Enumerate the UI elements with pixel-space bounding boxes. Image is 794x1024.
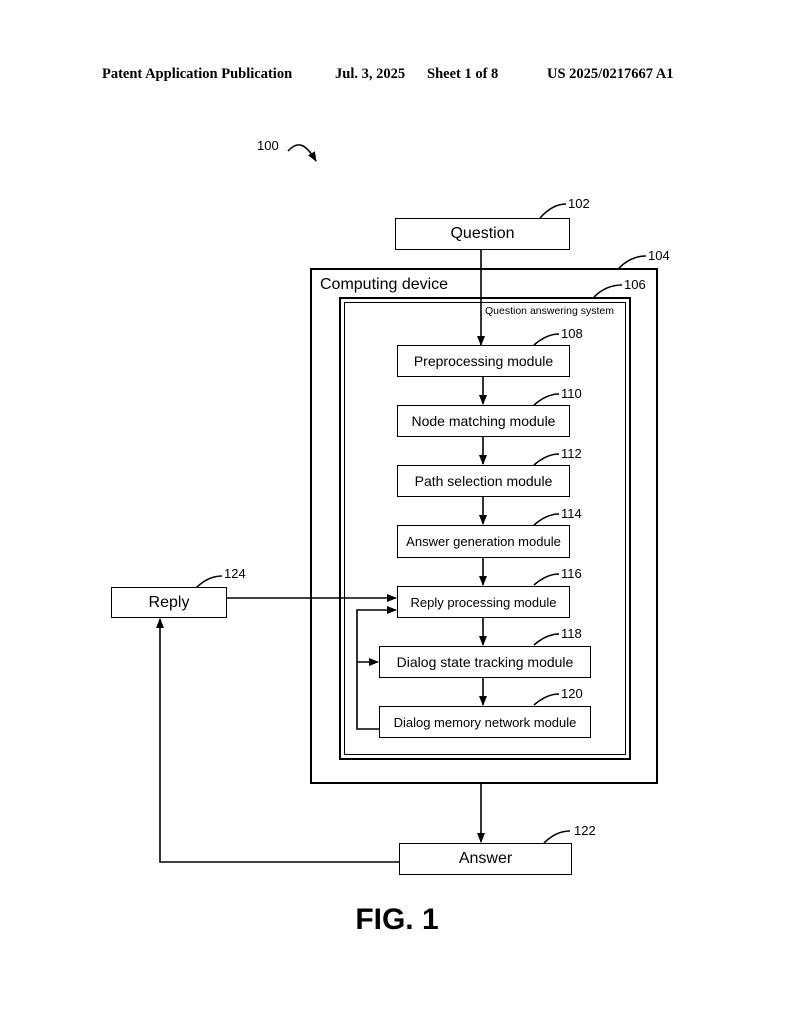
qa-system-inner-border <box>344 302 626 755</box>
answer-generation-module-label: Answer generation module <box>406 534 561 549</box>
ref-110: 110 <box>561 386 582 401</box>
ref-100: 100 <box>257 138 279 153</box>
dialog-memory-network-module-label: Dialog memory network module <box>393 714 577 730</box>
loop-dialog-memory-to-reply-processing <box>356 606 397 730</box>
ref-124: 124 <box>224 566 246 581</box>
question-label: Question <box>450 225 515 242</box>
ref-112: 112 <box>561 446 582 461</box>
ref-104: 104 <box>648 248 670 263</box>
leader-112 <box>533 453 560 466</box>
ref-120: 120 <box>561 686 583 701</box>
sheet-number: Sheet 1 of 8 <box>427 66 499 82</box>
dialog-state-tracking-module: Dialog state tracking module <box>379 646 591 678</box>
system-ref-arrow <box>287 144 317 162</box>
qa-system-frame <box>339 297 631 760</box>
leader-102 <box>539 203 567 219</box>
leader-120 <box>533 693 560 706</box>
leader-124 <box>195 575 223 589</box>
leader-108 <box>533 333 560 346</box>
computing-device-frame <box>310 268 658 784</box>
node-matching-module: Node matching module <box>397 405 570 437</box>
publication-date: Jul. 3, 2025 <box>335 66 406 82</box>
leader-114 <box>533 513 560 526</box>
leader-122 <box>543 830 571 844</box>
node-matching-module-label: Node matching module <box>411 413 556 429</box>
ref-114: 114 <box>561 506 582 521</box>
path-selection-module-label: Path selection module <box>414 473 553 489</box>
computing-device-label: Computing device <box>320 276 449 293</box>
answer-label: Answer <box>458 850 513 867</box>
dialog-state-tracking-module-label: Dialog state tracking module <box>396 654 574 670</box>
publication-title: Patent Application Publication <box>102 66 293 82</box>
answer-generation-module: Answer generation module <box>397 525 570 558</box>
answer-box: Answer <box>399 843 572 875</box>
ref-116: 116 <box>561 566 582 581</box>
qa-system-label: Question answering system <box>485 305 614 317</box>
leader-106 <box>593 284 623 298</box>
arrow-answer-to-reply <box>156 618 399 863</box>
leader-118 <box>533 633 560 646</box>
ref-118: 118 <box>561 626 582 641</box>
reply-processing-module-label: Reply processing module <box>410 594 557 610</box>
reply-processing-module: Reply processing module <box>397 586 570 618</box>
leader-104 <box>618 255 647 269</box>
question-box: Question <box>395 218 570 250</box>
patent-number: US 2025/0217667 A1 <box>547 66 674 82</box>
ref-106: 106 <box>624 277 646 292</box>
ref-122: 122 <box>574 823 596 838</box>
preprocessing-module-label: Preprocessing module <box>413 353 554 369</box>
reply-box: Reply <box>111 587 227 618</box>
preprocessing-module: Preprocessing module <box>397 345 570 377</box>
ref-108: 108 <box>561 326 583 341</box>
ref-102: 102 <box>568 196 590 211</box>
leader-110 <box>533 393 560 406</box>
dialog-memory-network-module: Dialog memory network module <box>379 706 591 738</box>
figure-label: FIG. 1 <box>355 903 439 936</box>
path-selection-module: Path selection module <box>397 465 570 497</box>
reply-label: Reply <box>148 593 190 611</box>
leader-116 <box>533 573 560 586</box>
